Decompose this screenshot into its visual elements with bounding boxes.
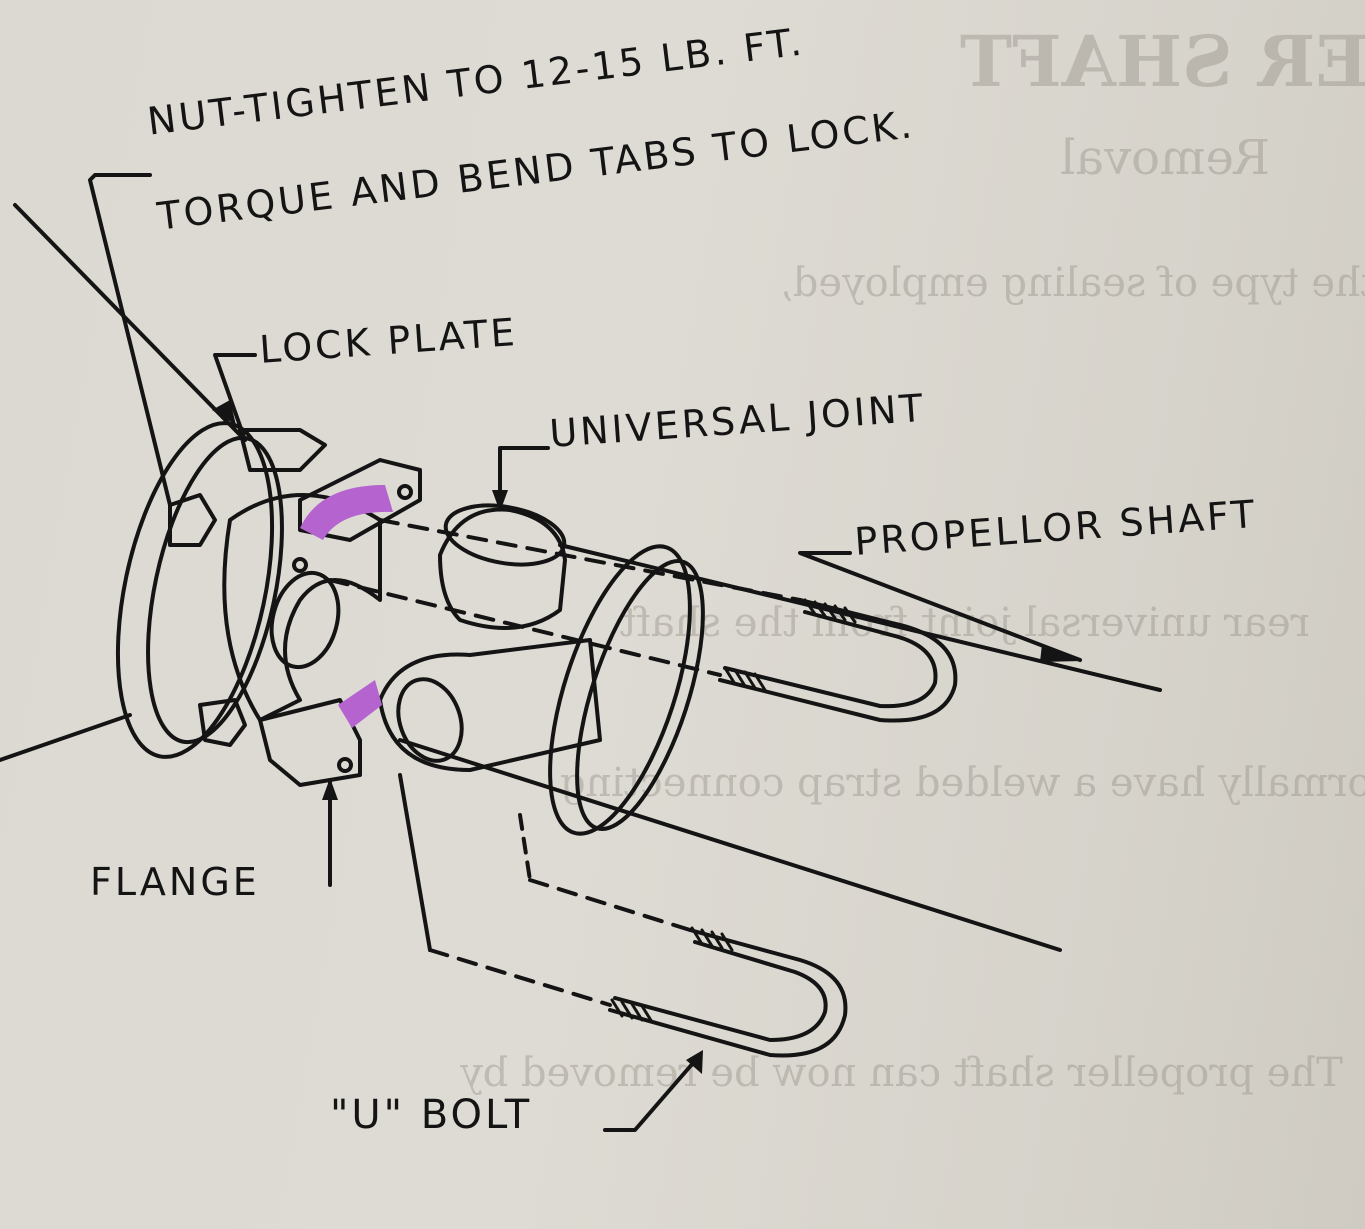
alignment-dash bbox=[378, 518, 802, 602]
arrow-u-bolt bbox=[686, 1050, 703, 1074]
u-bolt-upper bbox=[718, 598, 958, 723]
shaft-bottom-line bbox=[398, 738, 1062, 952]
lock-plate-block-top bbox=[298, 458, 422, 542]
alignment-dash bbox=[528, 878, 692, 932]
shaft-top-line bbox=[558, 543, 1162, 692]
shaft-band bbox=[548, 544, 692, 836]
u-bolt-lower bbox=[608, 928, 848, 1058]
arrow-flange bbox=[322, 778, 338, 800]
leader-left bbox=[0, 713, 132, 762]
leader-universal-joint bbox=[498, 446, 550, 507]
nut-bottom bbox=[198, 698, 247, 747]
lock-plate-block-bottom bbox=[258, 698, 362, 787]
leader-propellor-shaft bbox=[798, 551, 1082, 662]
highlight-top bbox=[300, 485, 393, 540]
leader-u-bolt bbox=[603, 1053, 702, 1132]
leader-diagonal bbox=[13, 203, 247, 442]
cross-bore bbox=[269, 570, 341, 670]
arrow-heads bbox=[212, 400, 1082, 1074]
arrow-lock-plate bbox=[212, 400, 236, 425]
arrow-propellor-shaft bbox=[1040, 644, 1082, 662]
arrow-universal-joint bbox=[492, 490, 508, 512]
yoke-hole bbox=[396, 677, 464, 763]
nut-top bbox=[168, 493, 217, 547]
u-bolt-label: "U" BOLT bbox=[330, 1092, 533, 1138]
leader-nut bbox=[88, 173, 172, 507]
leader-lock-plate bbox=[213, 353, 257, 442]
alignment-dash bbox=[328, 578, 722, 677]
flange-label: FLANGE bbox=[90, 860, 260, 904]
yoke-arm bbox=[378, 638, 602, 772]
alignment-dash bbox=[428, 948, 612, 1007]
highlight-bottom bbox=[338, 680, 382, 728]
shaft-band-inner bbox=[575, 559, 705, 831]
